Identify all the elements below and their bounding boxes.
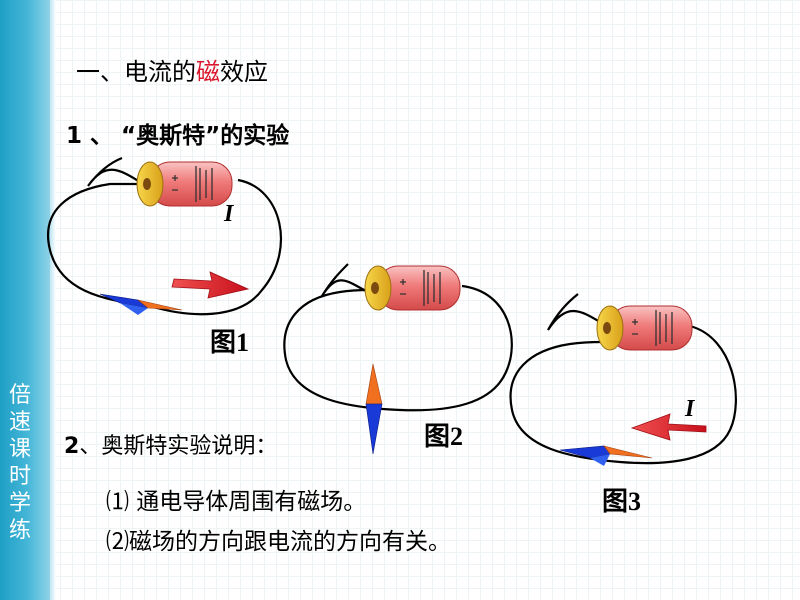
conclusion-number: 2 xyxy=(64,434,80,459)
fig3-battery xyxy=(596,305,693,351)
fig2-compass-needle xyxy=(365,363,383,455)
sidebar-band: 倍速课时学练 xyxy=(0,0,50,600)
sidebar-title: 倍速课时学练 xyxy=(8,383,31,543)
experiment-heading: 1 、 “奥斯特”的实验 xyxy=(66,123,290,149)
section-title-suffix: 效应 xyxy=(220,58,268,86)
fig1-current-arrow xyxy=(171,271,250,299)
fig3-current-label: I xyxy=(685,396,695,422)
figure-1-label: 图1 xyxy=(210,328,250,357)
figure-1-diagram xyxy=(47,156,283,316)
fig3-current-arrow xyxy=(630,413,707,441)
section-title-highlight: 磁 xyxy=(196,58,220,86)
fig3-wire-loop xyxy=(509,324,737,465)
section-title-prefix: 一、电流的 xyxy=(76,58,196,86)
fig1-battery xyxy=(136,161,233,207)
fig1-wire-lead xyxy=(87,156,141,187)
fig1-compass-needle xyxy=(99,293,183,315)
sidebar-edge xyxy=(50,0,56,600)
figure-3-diagram xyxy=(509,293,737,466)
figure-2-diagram xyxy=(283,263,513,455)
fig1-current-label: I xyxy=(224,201,234,227)
conclusion-point-1: ⑴ 通电导体周围有磁场。 xyxy=(106,489,367,515)
figure-3-label: 图3 xyxy=(602,487,642,516)
conclusion-point-2: ⑵磁场的方向跟电流的方向有关。 xyxy=(106,529,451,555)
conclusion-heading: 2、奥斯特实验说明： xyxy=(64,428,277,460)
section-title: 一、电流的磁效应 xyxy=(76,52,268,87)
fig3-compass-needle xyxy=(559,445,653,466)
figure-2-label: 图2 xyxy=(424,422,464,451)
fig3-wire-lead xyxy=(547,293,601,331)
fig2-wire-loop xyxy=(283,284,513,412)
fig2-battery xyxy=(364,265,461,311)
conclusion-label: 、奥斯特实验说明： xyxy=(79,434,278,459)
